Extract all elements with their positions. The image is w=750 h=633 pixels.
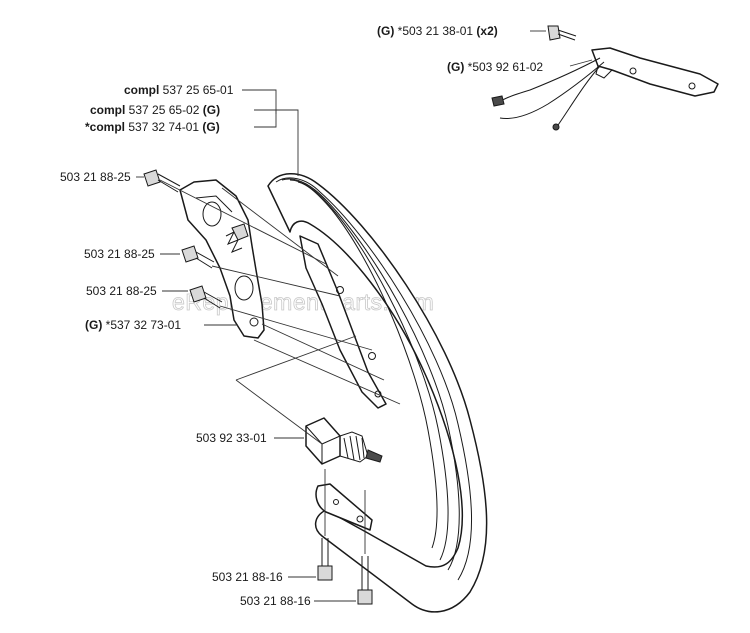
side-plate: [179, 179, 265, 339]
label-compl-2: compl 537 25 65-02 (G): [90, 103, 220, 117]
top-bracket-assembly: [491, 25, 719, 131]
spring-buffer: [305, 417, 383, 465]
top-bolt: [547, 25, 577, 41]
label-bolt-top: (G) *503 21 38-01 (x2): [377, 24, 498, 38]
screw-middle: [181, 245, 215, 269]
label-spring: 503 92 33-01: [196, 431, 267, 445]
label-bolt-bottom-1: 503 21 88-16: [212, 570, 283, 584]
label-plate: (G) *537 32 73-01: [85, 318, 181, 332]
bottom-bolt-1: [317, 538, 333, 581]
label-compl-3: *compl 537 32 74-01 (G): [85, 120, 220, 134]
label-bracket-top: (G) *503 92 61-02: [447, 60, 543, 74]
assembly-lines: [136, 30, 593, 602]
label-screw-upper: 503 21 88-25: [60, 170, 131, 184]
label-compl-1: compl 537 25 65-01: [124, 83, 234, 97]
bottom-bolt-2: [357, 556, 373, 605]
label-bolt-bottom-2: 503 21 88-16: [240, 594, 311, 608]
screw-lower: [189, 285, 223, 309]
label-screw-middle: 503 21 88-25: [84, 247, 155, 261]
label-screw-lower: 503 21 88-25: [86, 284, 157, 298]
screw-upper: [143, 169, 181, 193]
front-handle: [267, 173, 488, 613]
